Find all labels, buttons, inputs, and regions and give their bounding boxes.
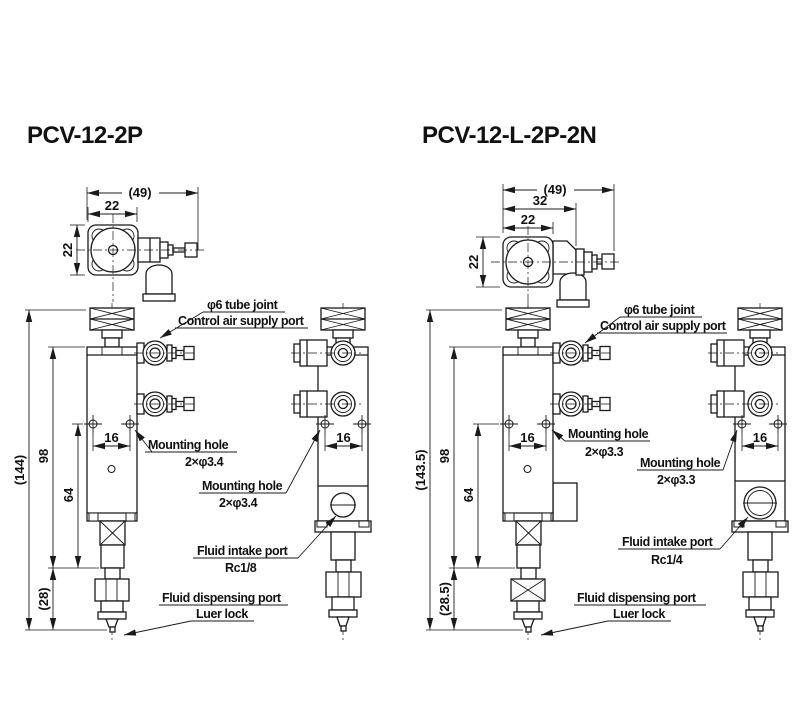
dim-left-upper-height: 98	[36, 449, 51, 463]
figure-right-side-view: 16	[707, 303, 789, 640]
dim-left-top-width: 22	[105, 198, 119, 213]
dim-right-side-spacing: 16	[753, 430, 767, 445]
label-right-intake-size: Rc1/4	[651, 553, 683, 567]
label-left-dispense: Fluid dispensing port	[162, 591, 282, 605]
label-left-mount-side-size: 2×φ3.4	[219, 496, 258, 510]
figure-right-front-view: 16 (143.5) 98 64 (28.5)	[413, 303, 614, 640]
label-right-mount-front: Mounting hole	[568, 427, 649, 441]
figure-right-top-view: (49) 32 22 22	[466, 182, 621, 314]
label-left-air-port: Control air supply port	[178, 314, 305, 328]
dim-right-front-spacing: 16	[520, 430, 534, 445]
dim-left-side-spacing: 16	[336, 430, 350, 445]
label-right-mount-front-size: 2×φ3.3	[585, 445, 624, 459]
label-right-dispense-size: Luer lock	[613, 607, 665, 621]
figure-left-front-view: 16 (144) 98 64 (28)	[12, 303, 198, 640]
label-right-mount-side: Mounting hole	[640, 456, 721, 470]
dim-left-top-height: 22	[60, 243, 75, 257]
label-left-intake: Fluid intake port	[197, 544, 289, 558]
dim-left-overall-height: (144)	[12, 455, 27, 485]
label-left-intake-size: Rc1/8	[225, 561, 257, 575]
dim-right-top-width: 22	[521, 212, 535, 227]
label-right-air-port: Control air supply port	[600, 319, 727, 333]
figure-left-annotations: φ6 tube joint Control air supply port Mo…	[123, 298, 337, 636]
figure-left: PCV-12-2P (49) 22 22	[12, 122, 372, 640]
label-right-intake: Fluid intake port	[622, 535, 714, 549]
label-left-mount-side: Mounting hole	[202, 479, 283, 493]
dim-left-lower-height: 64	[61, 487, 76, 502]
label-left-mount-front: Mounting hole	[148, 438, 229, 452]
figure-right-title: PCV-12-L-2P-2N	[422, 122, 596, 149]
dim-right-top-height: 22	[466, 255, 481, 269]
dim-right-top-step: 32	[533, 193, 547, 208]
label-left-mount-front-size: 2×φ3.4	[185, 455, 224, 469]
figure-left-title: PCV-12-2P	[27, 122, 143, 149]
figure-left-side-view: 16	[290, 303, 372, 640]
label-right-dispense: Fluid dispensing port	[577, 591, 697, 605]
dim-right-top-overall: (49)	[543, 182, 566, 197]
dim-right-lower-height: 64	[461, 487, 476, 502]
figure-right: PCV-12-L-2P-2N (49) 32 22 22	[413, 122, 789, 640]
label-left-tube-joint: φ6 tube joint	[207, 298, 279, 312]
label-right-mount-side-size: 2×φ3.3	[657, 473, 696, 487]
label-left-dispense-size: Luer lock	[196, 607, 248, 621]
dim-left-nozzle-height: (28)	[36, 587, 51, 610]
dim-left-top-overall: (49)	[128, 185, 151, 200]
dim-left-front-spacing: 16	[104, 430, 118, 445]
dim-right-upper-height: 98	[437, 449, 452, 463]
dim-right-nozzle-height: (28.5)	[437, 582, 452, 616]
dim-right-overall-height: (143.5)	[413, 449, 428, 490]
figure-right-annotations: φ6 tube joint Control air supply port Mo…	[540, 303, 749, 636]
figure-left-top-view: (49) 22 22	[60, 185, 206, 302]
label-right-tube-joint: φ6 tube joint	[624, 303, 696, 317]
